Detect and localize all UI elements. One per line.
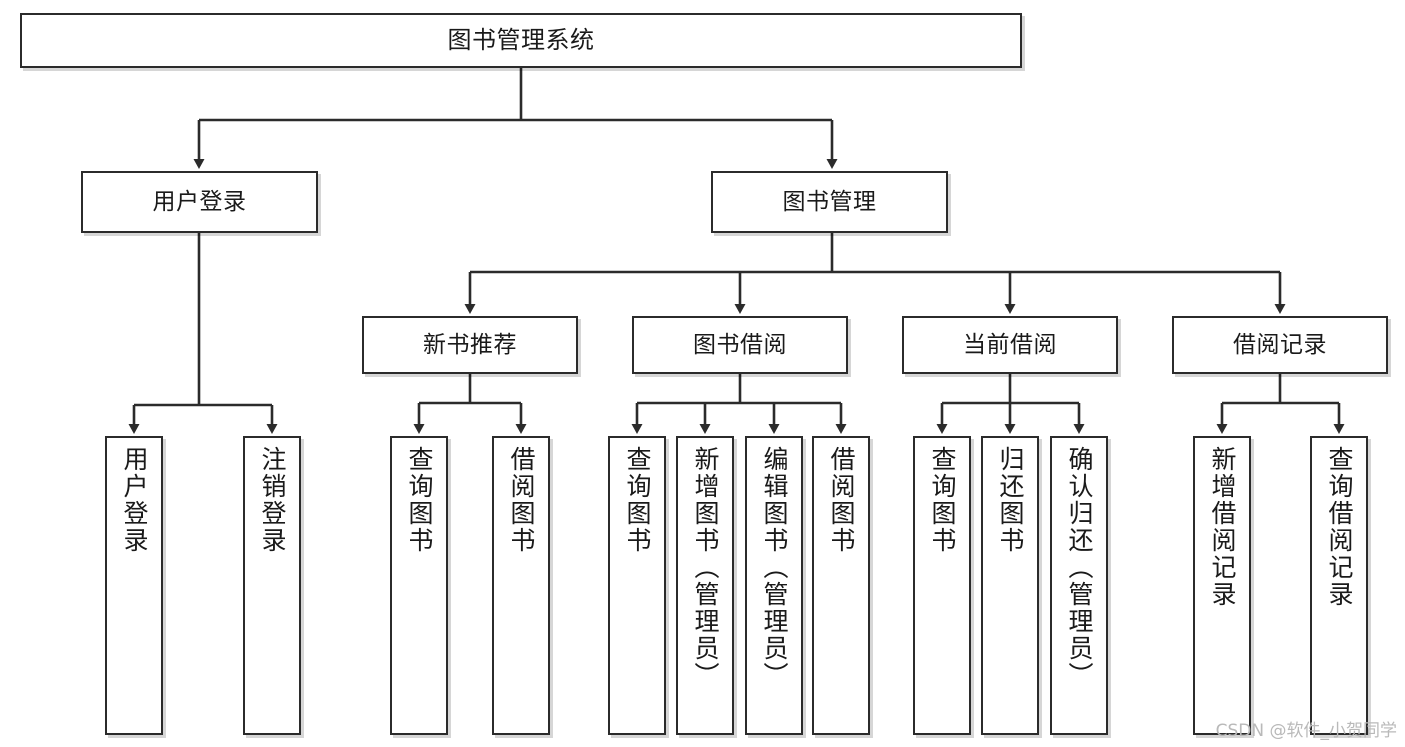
node-borrow-record[interactable]: 借阅记录 (1172, 316, 1388, 374)
node-user-login[interactable]: 用户登录 (81, 171, 318, 233)
node-label: 新书推荐 (423, 331, 517, 358)
node-label: 借阅图书 (827, 446, 856, 554)
leaf-book-borrow-borrow-book[interactable]: 借阅图书 (812, 436, 870, 735)
node-label: 图书借阅 (693, 331, 787, 358)
leaf-book-borrow-edit-book[interactable]: 编辑图书（管理员） (745, 436, 803, 735)
node-label: 归还图书 (996, 446, 1025, 554)
watermark: CSDN @软件_小贺同学 (1215, 721, 1397, 741)
leaf-user-login-logout[interactable]: 注销登录 (243, 436, 301, 735)
node-new-book-recommend[interactable]: 新书推荐 (362, 316, 578, 374)
node-label: 图书管理 (782, 188, 877, 215)
node-label: 图书管理系统 (447, 25, 595, 54)
leaf-user-login-login[interactable]: 用户登录 (105, 436, 163, 735)
leaf-current-borrow-query-book[interactable]: 查询图书 (913, 436, 971, 735)
node-label: 确认归还（管理员） (1065, 446, 1094, 689)
node-label: 用户登录 (152, 188, 247, 215)
leaf-borrow-record-query-record[interactable]: 查询借阅记录 (1310, 436, 1368, 735)
node-book-borrow[interactable]: 图书借阅 (632, 316, 848, 374)
leaf-new-book-query-book[interactable]: 查询图书 (390, 436, 448, 735)
leaf-current-borrow-return-book[interactable]: 归还图书 (981, 436, 1039, 735)
node-label: 用户登录 (120, 446, 149, 554)
node-label: 借阅记录 (1233, 331, 1327, 358)
node-label: 查询图书 (623, 446, 652, 554)
node-current-borrow[interactable]: 当前借阅 (902, 316, 1118, 374)
node-label: 借阅图书 (507, 446, 536, 554)
node-label: 查询图书 (928, 446, 957, 554)
node-label: 编辑图书（管理员） (760, 446, 789, 689)
node-label: 注销登录 (258, 446, 287, 554)
node-label: 查询借阅记录 (1325, 446, 1354, 608)
leaf-current-borrow-confirm-return[interactable]: 确认归还（管理员） (1050, 436, 1108, 735)
node-root-system[interactable]: 图书管理系统 (20, 13, 1022, 68)
node-label: 新增借阅记录 (1208, 446, 1237, 608)
node-book-management[interactable]: 图书管理 (711, 171, 948, 233)
leaf-new-book-borrow-book[interactable]: 借阅图书 (492, 436, 550, 735)
node-label: 当前借阅 (963, 331, 1057, 358)
leaf-book-borrow-add-book[interactable]: 新增图书（管理员） (676, 436, 734, 735)
leaf-book-borrow-query-book[interactable]: 查询图书 (608, 436, 666, 735)
node-label: 查询图书 (405, 446, 434, 554)
node-label: 新增图书（管理员） (691, 446, 720, 689)
leaf-borrow-record-add-record[interactable]: 新增借阅记录 (1193, 436, 1251, 735)
